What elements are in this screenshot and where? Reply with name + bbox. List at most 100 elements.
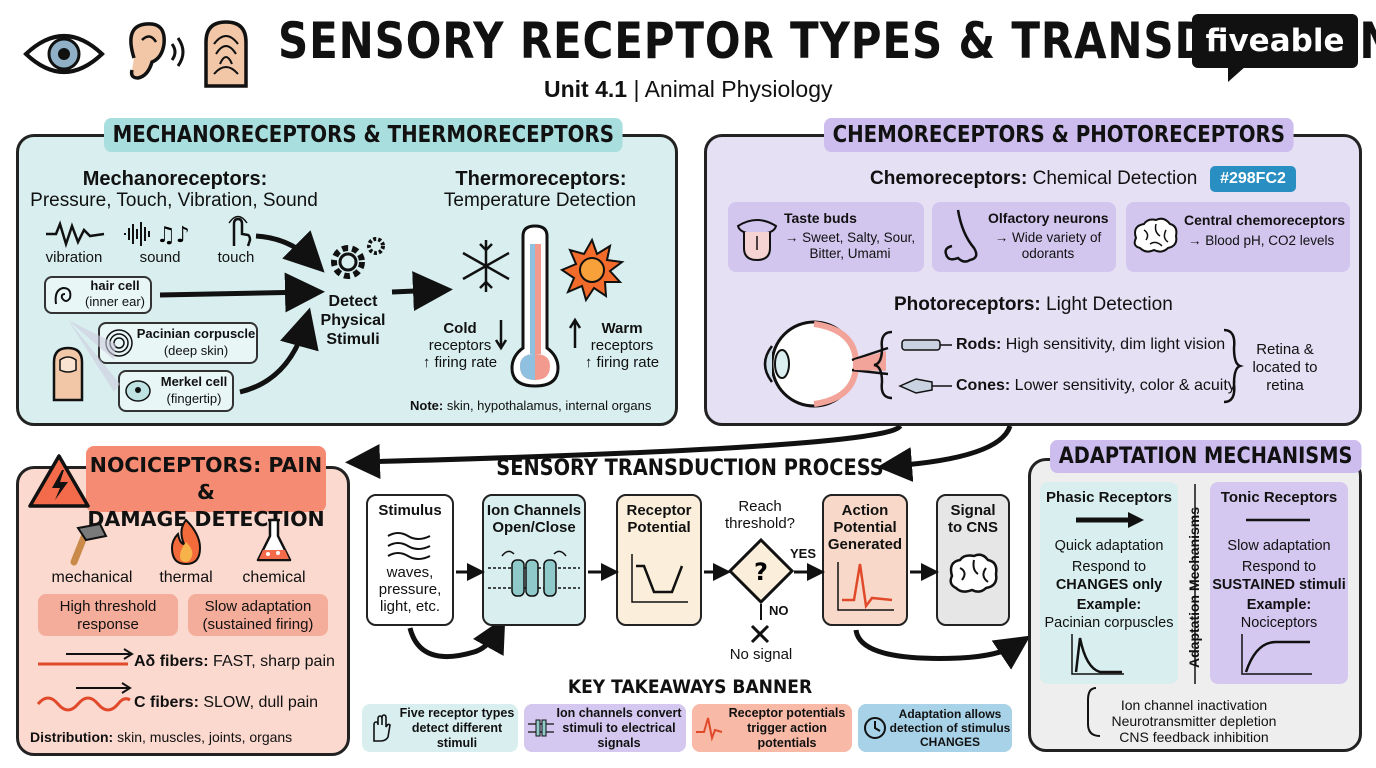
ion-channel-small-icon — [528, 719, 554, 737]
ion-channel-icon — [488, 550, 580, 597]
phasic-lines: Quick adaptation Respond to CHANGES only… — [1044, 538, 1174, 631]
rod-icon — [901, 339, 952, 351]
touch-label: touch — [217, 249, 255, 266]
central-lines: → Blood pH, CO2 levels — [1188, 233, 1335, 248]
down-arrow-icon — [494, 320, 508, 351]
sun-icon — [559, 237, 625, 303]
cone-icon — [898, 378, 952, 394]
ear-icon — [129, 22, 185, 80]
central-title: Central chemoreceptors — [1184, 212, 1346, 228]
merkel-name: Merkel cell — [160, 374, 228, 389]
nociceptor-title-bg — [86, 446, 326, 512]
brain-icon — [1133, 217, 1178, 253]
decision-diamond: ? — [727, 537, 795, 605]
photo-heading: Photoreceptors: Light Detection — [894, 294, 1173, 315]
taste-lines: → Sweet, Salty, Sour,Bitter, Umami — [784, 230, 916, 261]
spike-icon — [696, 717, 723, 742]
gear-icon — [331, 237, 385, 279]
a-delta-fiber-icon — [38, 648, 134, 666]
fingerprint-icon — [204, 20, 248, 88]
cones-text: Cones: Lower sensitivity, color & acuity — [956, 377, 1236, 394]
tonic-title: Tonic Receptors — [1220, 489, 1338, 506]
x-icon — [750, 624, 770, 644]
hair-cell-name: hair cell — [90, 278, 140, 293]
tongue-icon — [736, 219, 778, 262]
page-subtitle: Unit 4.1 | Animal Physiology — [544, 76, 833, 102]
olfactory-title: Olfactory neurons — [988, 210, 1109, 226]
receptor-potential-graph — [631, 554, 688, 603]
mechanism-bracket — [1087, 687, 1101, 737]
noci-distribution: Distribution: skin, muscles, joints, org… — [30, 729, 293, 745]
no-label: NO — [769, 603, 789, 618]
no-signal-label: No signal — [729, 646, 793, 663]
sound-icon: ♫♪ — [124, 222, 190, 248]
nociceptor-title: NOCICEPTORS: PAIN &DAMAGE DETECTION — [87, 453, 325, 531]
step-stimulus: Stimulus — [366, 494, 454, 626]
brain-cns-icon — [949, 553, 998, 593]
adaptation-title: ADAPTATION MECHANISMS — [1050, 440, 1362, 473]
pacinian-loc: (deep skin) — [163, 343, 229, 358]
touch-icon — [228, 215, 252, 247]
merkel-icon — [125, 380, 151, 402]
yes-label: YES — [790, 546, 817, 561]
clock-icon — [864, 717, 886, 739]
mech-heading: Mechanoreceptors: — [82, 168, 268, 190]
thermo-note: Note: skin, hypothalamus, internal organ… — [410, 398, 652, 413]
noci-type-chemical: chemical — [242, 569, 306, 586]
action-potential-graph — [837, 562, 894, 611]
warning-icon — [28, 454, 90, 508]
mech-arrows — [159, 230, 453, 395]
sound-label: sound — [139, 249, 181, 266]
a-delta-fiber-text: Aδ fibers: FAST, sharp pain — [134, 653, 335, 670]
merkel-loc: (fingertip) — [166, 391, 222, 406]
mech-sub: Pressure, Touch, Vibration, Sound — [30, 190, 318, 211]
taste-title: Taste buds — [784, 210, 857, 226]
phasic-title: Phasic Receptors — [1046, 489, 1172, 506]
header-icons — [22, 20, 262, 90]
tonic-lines: Slow adaptation Respond to SUSTAINED sti… — [1212, 538, 1346, 631]
finger-icon — [52, 320, 120, 402]
hair-cell-loc: (inner ear) — [85, 294, 145, 309]
thermometer-icon — [510, 224, 560, 388]
pacinian-name: Pacinian corpuscle — [136, 326, 256, 341]
eye-icon — [23, 34, 105, 74]
rods-text: Rods: High sensitivity, dim light vision — [956, 336, 1226, 353]
thermo-heading: Thermoreceptors: — [455, 168, 627, 190]
flask-icon — [256, 518, 292, 562]
vibration-label: vibration — [45, 249, 103, 266]
hex-tag: #298FC2 — [1210, 166, 1296, 192]
svg-text:♫♪: ♫♪ — [156, 223, 190, 248]
thermo-sub: Temperature Detection — [443, 190, 637, 211]
chemo-photo-title: CHEMORECEPTORS & PHOTORECEPTORS — [824, 118, 1294, 152]
hair-cell-icon — [54, 286, 72, 305]
right-brace-icon — [1223, 328, 1244, 404]
snowflake-icon — [462, 240, 510, 292]
nose-icon — [944, 209, 978, 263]
takeaways-title: KEY TAKEAWAYS BANNER — [567, 676, 813, 698]
process-title: SENSORY TRANSDUCTION PROCESS — [496, 456, 884, 481]
svg-text:?: ? — [754, 558, 768, 586]
thick-arrow-icon — [1076, 512, 1144, 528]
up-arrow-icon — [568, 317, 582, 348]
hammer-icon — [70, 522, 108, 566]
eyeball-icon — [763, 320, 889, 408]
mech-thermo-title: MECHANORECEPTORS & THERMORECEPTORS — [104, 118, 623, 152]
fiveable-logo: fiveable — [1192, 14, 1358, 68]
brace-icon — [873, 330, 893, 400]
noci-type-mechanical: mechanical — [51, 569, 133, 586]
logo-tail — [1228, 66, 1246, 82]
